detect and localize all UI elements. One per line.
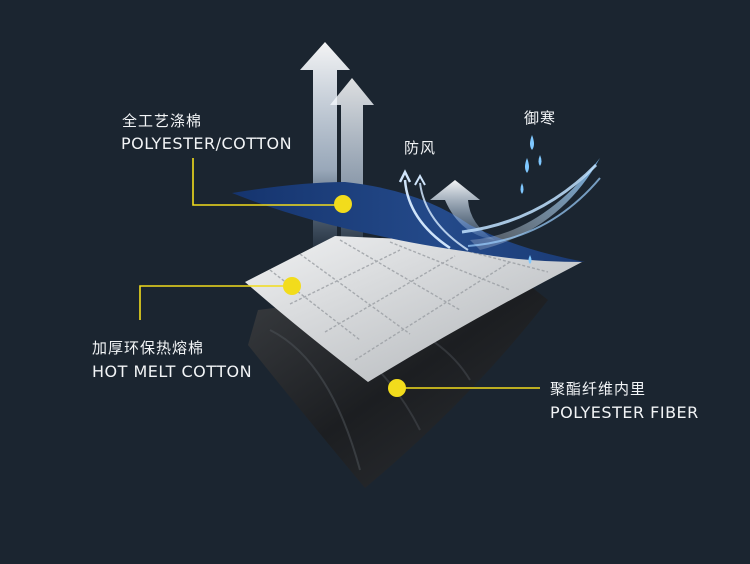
outer-layer-cn-label: 全工艺涤棉 xyxy=(122,112,203,130)
middle-cotton-layer xyxy=(245,236,582,382)
middle-layer-cn-label: 加厚环保热熔棉 xyxy=(92,339,205,357)
outer-layer-en-label: POLYESTER/COTTON xyxy=(121,134,293,153)
inner-layer-en-label: POLYESTER FIBER xyxy=(550,403,699,422)
windproof-label: 防风 xyxy=(404,139,437,157)
callout-middle xyxy=(139,277,301,320)
middle-layer-en-label: HOT MELT COTTON xyxy=(92,362,253,381)
callout-outer xyxy=(192,158,352,213)
callout-inner xyxy=(388,379,540,397)
water-drops-icon xyxy=(520,135,542,264)
inner-layer-cn-label: 聚酯纤维内里 xyxy=(550,380,647,398)
cold-resistant-label: 御寒 xyxy=(524,109,557,127)
wind-arrows-icon xyxy=(398,169,495,251)
